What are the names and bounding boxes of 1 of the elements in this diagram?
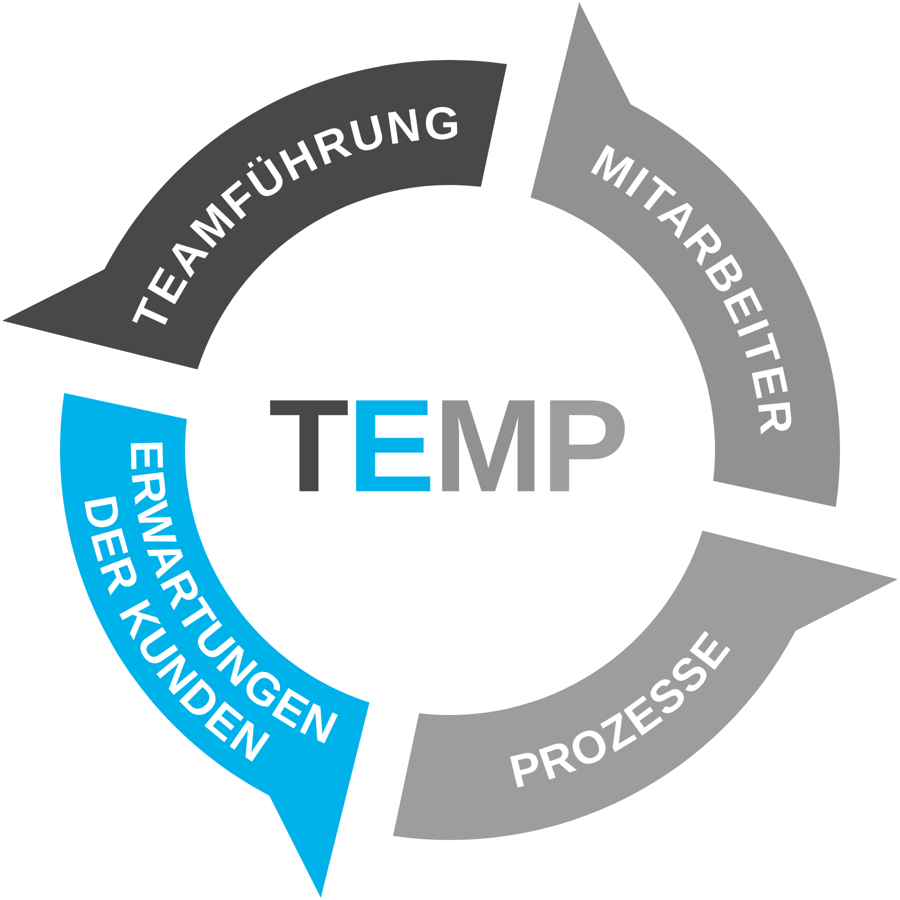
ring-segment: [393, 530, 898, 840]
